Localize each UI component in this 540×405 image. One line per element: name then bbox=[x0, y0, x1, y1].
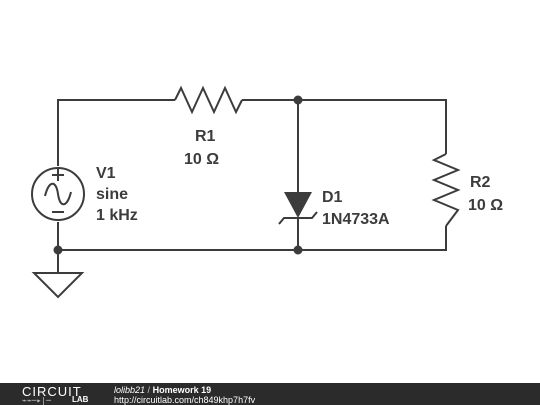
sine-source-v1-symbol[interactable] bbox=[31, 167, 85, 221]
r2-value-label: 10 Ω bbox=[468, 197, 503, 214]
footer-url[interactable]: http://circuitlab.com/ch849khp7h7fv bbox=[114, 395, 256, 405]
v1-type-label: sine bbox=[96, 186, 128, 203]
wire-top-left bbox=[57, 99, 175, 166]
v1-freq-label: 1 kHz bbox=[96, 207, 138, 224]
d1-name-label: D1 bbox=[322, 189, 343, 206]
footer-bar: CIRCUIT ⌁⌁─▸|─ LAB lolibb21 / Homework 1… bbox=[0, 383, 540, 405]
ground-symbol bbox=[31, 272, 85, 299]
resistor-r2-symbol[interactable] bbox=[431, 153, 461, 227]
footer-meta: lolibb21 / Homework 19 http://circuitlab… bbox=[114, 385, 255, 405]
logo-lab-text: LAB bbox=[72, 395, 89, 404]
diode-cathode-bar bbox=[278, 211, 318, 225]
logo-circuit-text: CIRCUIT bbox=[22, 384, 82, 399]
diode-triangle bbox=[284, 192, 312, 218]
junction-dot bbox=[293, 95, 303, 105]
wire-top-right bbox=[242, 99, 447, 154]
d1-part-label: 1N4733A bbox=[322, 211, 390, 228]
r1-name-label: R1 bbox=[195, 128, 216, 145]
zener-diode-d1-symbol[interactable] bbox=[278, 192, 318, 225]
wire-bottom bbox=[57, 222, 447, 251]
logo-circuit-glyph-icon: ⌁⌁─▸|─ bbox=[22, 396, 51, 405]
v1-name-label: V1 bbox=[96, 165, 116, 182]
junction-dot bbox=[53, 245, 63, 255]
junction-dot bbox=[293, 245, 303, 255]
footer-user[interactable]: lolibb21 bbox=[114, 385, 146, 395]
r2-name-label: R2 bbox=[470, 174, 491, 191]
sine-wave bbox=[44, 182, 72, 206]
circuitlab-logo[interactable]: CIRCUIT ⌁⌁─▸|─ LAB bbox=[22, 384, 97, 405]
resistor-r1-symbol[interactable] bbox=[174, 85, 243, 115]
footer-title-line: lolibb21 / Homework 19 bbox=[114, 385, 255, 395]
circuit-schematic: R1 10 Ω V1 sine 1 kHz D1 1N4733A R2 10 Ω bbox=[31, 85, 503, 299]
footer-separator: / bbox=[147, 385, 151, 395]
source-circle bbox=[31, 167, 85, 221]
r1-value-label: 10 Ω bbox=[184, 151, 219, 168]
footer-title: Homework 19 bbox=[152, 385, 212, 395]
